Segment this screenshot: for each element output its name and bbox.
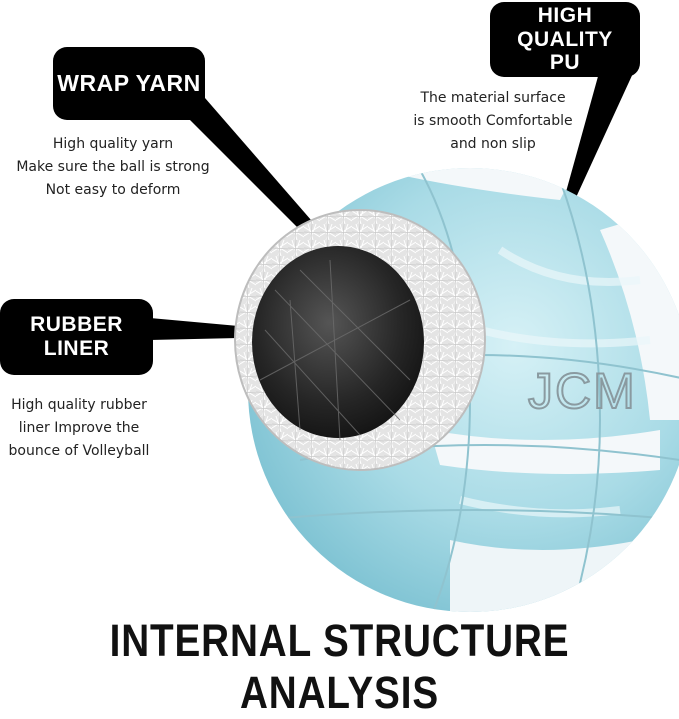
pu-title-line: HIGH bbox=[537, 4, 593, 28]
volleyball-illustration: JCM bbox=[150, 58, 679, 612]
rubber-title-line: RUBBER bbox=[30, 313, 123, 337]
white-panel-bottom bbox=[450, 540, 640, 612]
pu-line: and non slip bbox=[450, 136, 536, 152]
wrap-yarn-line: Make sure the ball is strong bbox=[16, 159, 210, 175]
rubber-liner-core bbox=[252, 246, 424, 438]
rubber-line: High quality rubber bbox=[11, 397, 147, 413]
rubber-liner-description: High quality rubber liner Improve the bo… bbox=[4, 394, 154, 463]
ball-logo: JCM bbox=[528, 363, 637, 419]
pu-line: is smooth Comfortable bbox=[413, 113, 573, 129]
page-title: INTERNAL STRUCTURE ANALYSIS bbox=[109, 615, 570, 718]
white-panel-lower bbox=[430, 430, 660, 474]
high-quality-pu-label: HIGH QUALITY PU bbox=[490, 2, 640, 77]
high-quality-pu-description: The material surface is smooth Comfortab… bbox=[398, 87, 588, 156]
white-panel-top bbox=[400, 168, 580, 200]
rubber-title-line: LINER bbox=[43, 337, 110, 360]
pu-line: The material surface bbox=[420, 90, 566, 106]
marble-swirl bbox=[459, 246, 651, 518]
liner-texture bbox=[259, 259, 411, 441]
wrap-yarn-line: High quality yarn bbox=[52, 136, 174, 152]
pu-title-line: QUALITY bbox=[517, 27, 613, 51]
pu-title-line: PU bbox=[549, 51, 581, 75]
wrap-yarn-label: WRAP YARN bbox=[53, 47, 205, 120]
wrap-yarn-title: WRAP YARN bbox=[57, 69, 201, 96]
rubber-line: liner Improve the bbox=[18, 420, 140, 436]
wrap-yarn-description: High quality yarn Make sure the ball is … bbox=[8, 133, 218, 202]
pu-pointer bbox=[556, 58, 640, 228]
wrap-yarn-pointer bbox=[180, 98, 318, 236]
wrap-yarn-line: Not easy to deform bbox=[45, 182, 181, 198]
rubber-line: bounce of Volleyball bbox=[8, 443, 150, 459]
rubber-liner-label: RUBBER LINER bbox=[0, 299, 153, 375]
